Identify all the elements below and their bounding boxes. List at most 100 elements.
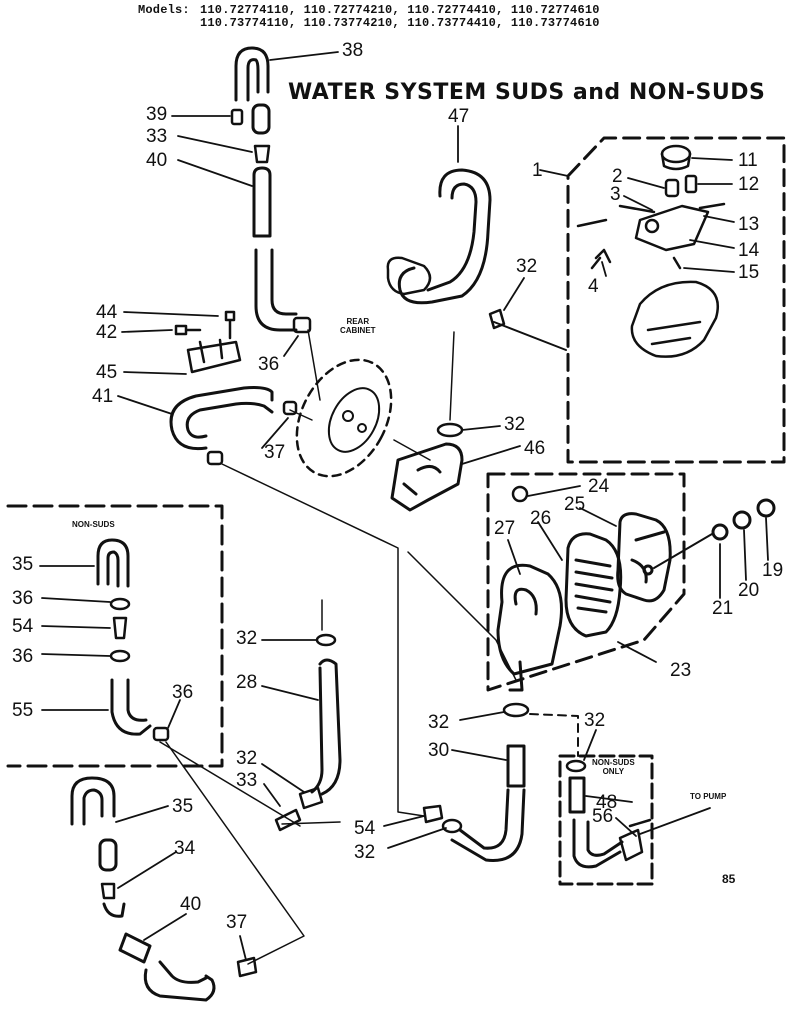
callout-36-c: 36	[12, 646, 34, 667]
callout-36-b: 36	[12, 588, 34, 609]
hose-35-lower	[70, 776, 116, 826]
callout-13: 13	[738, 214, 760, 235]
callout-28: 28	[236, 672, 258, 693]
callout-36-d: 36	[172, 682, 194, 703]
callout-47: 47	[448, 106, 470, 127]
callout-15: 15	[738, 262, 760, 283]
dashed-link	[529, 713, 579, 757]
valve-46	[390, 442, 464, 512]
rear-cabinet-label: REAR CABINET	[340, 317, 376, 335]
fitting-54-b	[422, 804, 444, 824]
leader-1-box	[493, 321, 567, 351]
callout-32-e: 32	[428, 712, 450, 733]
rear-cabinet	[295, 358, 393, 478]
callout-11: 11	[738, 150, 758, 171]
callout-26: 26	[530, 508, 552, 529]
to-pump-label: TO PUMP	[690, 792, 727, 801]
callout-45: 45	[96, 362, 118, 383]
hose-55	[110, 678, 152, 736]
ring-32-g	[441, 818, 463, 834]
ring-36-b	[109, 649, 131, 663]
callout-25: 25	[564, 494, 586, 515]
models-label: Models:	[138, 3, 190, 17]
callout-44: 44	[96, 302, 118, 323]
ring-32-e	[502, 702, 530, 718]
fitting-33-b	[274, 808, 302, 832]
callout-32-g: 32	[354, 842, 376, 863]
hose-41	[169, 386, 274, 451]
callout-56: 56	[592, 806, 614, 827]
callout-19: 19	[762, 560, 784, 581]
callout-36-a: 36	[258, 354, 280, 375]
callout-20: 20	[738, 580, 760, 601]
hose-lower-upper	[254, 248, 298, 332]
ring-32-c	[315, 633, 337, 647]
callout-48: 48	[596, 792, 618, 813]
filter-cover-25	[616, 512, 672, 603]
box-1	[566, 136, 786, 464]
clamp-36-upper	[292, 316, 312, 334]
callout-27: 27	[494, 518, 516, 539]
callout-1: 1	[532, 160, 543, 181]
callout-2: 2	[612, 166, 623, 187]
ring-36-a	[109, 597, 131, 611]
hose-40-lower	[102, 902, 152, 964]
callout-12: 12	[738, 174, 760, 195]
callout-34: 34	[174, 838, 196, 859]
clamp-37-upper	[282, 400, 298, 416]
clamp-32-d	[298, 786, 324, 810]
callout-54-b: 54	[354, 818, 376, 839]
callout-33-b: 33	[236, 770, 258, 791]
hose-30	[506, 744, 526, 788]
clamp-36-c	[152, 726, 170, 742]
screw-44	[224, 310, 236, 340]
ring-32-f	[565, 759, 587, 773]
callout-54-a: 54	[12, 616, 34, 637]
filter-27	[496, 563, 563, 692]
hose-lower-right	[450, 788, 526, 862]
washer-21	[711, 523, 729, 541]
fitting-54	[112, 616, 128, 640]
ring-32	[436, 422, 464, 438]
hose-38	[234, 46, 270, 102]
hose-35-nonsuds	[96, 538, 130, 588]
screw-42	[174, 324, 202, 336]
callout-55: 55	[12, 700, 34, 721]
hose-40	[252, 166, 272, 238]
callout-24: 24	[588, 476, 610, 497]
hose-56	[572, 818, 624, 869]
callout-39: 39	[146, 104, 168, 125]
non-suds-only-label: NON-SUDS ONLY	[592, 758, 635, 776]
callout-30: 30	[428, 740, 450, 761]
callout-14: 14	[738, 240, 760, 261]
callout-35-b: 35	[172, 796, 194, 817]
non-suds-label: NON-SUDS	[72, 520, 115, 529]
non-suds-only-box	[558, 754, 654, 886]
callout-32-d: 32	[236, 748, 258, 769]
bracket-45	[186, 338, 242, 374]
non-suds-box	[6, 504, 224, 768]
hose-47	[397, 168, 492, 305]
hose-segment-lower	[98, 838, 118, 872]
hose-28	[310, 658, 342, 796]
clamp-32-upper	[488, 308, 506, 330]
callout-40-b: 40	[180, 894, 202, 915]
washer-20	[732, 510, 752, 530]
filter-26	[564, 532, 623, 638]
routing-lines	[159, 329, 517, 965]
callout-42: 42	[96, 322, 118, 343]
clamp-37-lower	[236, 956, 258, 978]
fitting-39	[230, 108, 244, 126]
callout-37-a: 37	[264, 442, 286, 463]
callout-32-c: 32	[236, 628, 258, 649]
nut-19	[756, 498, 776, 518]
callout-40: 40	[146, 150, 168, 171]
callout-4: 4	[588, 276, 599, 297]
callout-32-b: 32	[504, 414, 526, 435]
valve-assembly-1	[576, 144, 726, 358]
callout-23: 23	[670, 660, 692, 681]
fitting-34	[100, 882, 116, 900]
box-23	[486, 472, 686, 692]
